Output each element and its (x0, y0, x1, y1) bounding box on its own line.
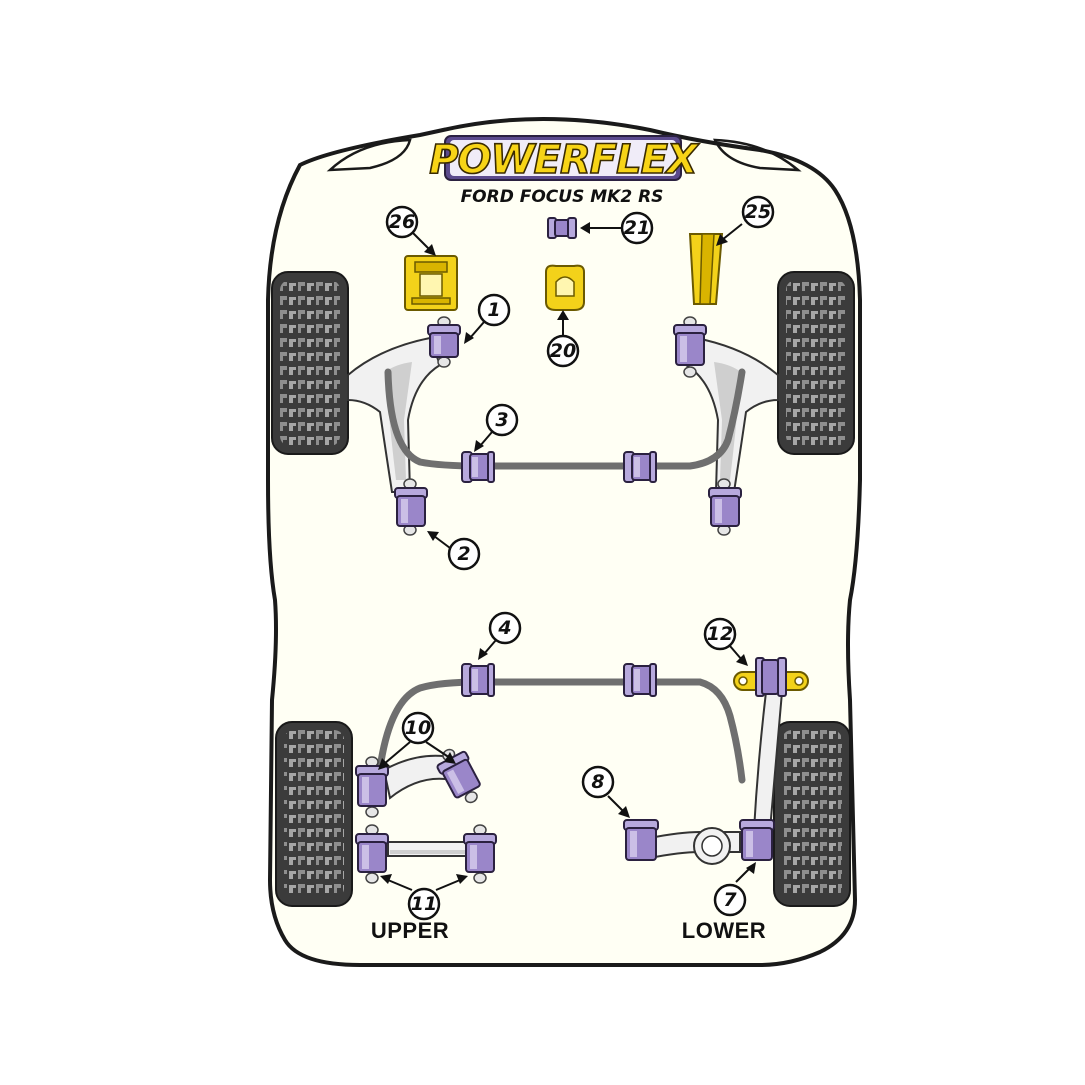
svg-text:25: 25 (745, 201, 771, 223)
bush-11-right (463, 824, 497, 884)
front-left-tyre (271, 271, 349, 455)
bush-12 (733, 657, 809, 697)
bush-21 (547, 217, 577, 239)
car-body-outline (266, 117, 862, 967)
callout-20: 20 (546, 334, 580, 368)
front-right-tyre (777, 271, 855, 455)
callout-4: 4 (488, 611, 522, 645)
rear-upper-straight-arm (387, 841, 471, 857)
svg-text:21: 21 (624, 217, 650, 239)
rear-lower-arm (649, 827, 741, 865)
callout-2: 2 (447, 537, 481, 571)
callout-10: 10 (401, 711, 435, 745)
bush-4-right (623, 663, 657, 697)
svg-text:7: 7 (723, 889, 737, 911)
bush-2-left (394, 478, 428, 536)
lower-label: LOWER (682, 918, 766, 943)
rear-right-tyre (773, 721, 851, 907)
svg-text:2: 2 (457, 543, 470, 565)
bush-3-left (461, 451, 495, 483)
bush-7 (739, 819, 775, 861)
bush-1-right (673, 316, 707, 378)
callout-21: 21 (620, 211, 654, 245)
bush-8 (623, 819, 659, 861)
powerflex-logo: POWERFLEX (428, 135, 702, 184)
rear-left-tyre (275, 721, 353, 907)
bush-2-right (708, 478, 742, 536)
callout-leaders (378, 222, 756, 891)
svg-text:26: 26 (389, 211, 415, 233)
bush-11-left (355, 824, 389, 884)
callout-26: 26 (385, 205, 419, 239)
model-subtitle: FORD FOCUS MK2 RS (461, 187, 664, 207)
callout-11: 11 (407, 887, 441, 921)
svg-text:11: 11 (411, 893, 437, 915)
svg-text:8: 8 (591, 771, 604, 793)
insert-26 (404, 255, 458, 311)
svg-text:4: 4 (497, 617, 511, 639)
upper-label: UPPER (371, 918, 449, 943)
bush-10-a (355, 756, 389, 818)
svg-text:3: 3 (495, 409, 508, 431)
bush-3-right (623, 451, 657, 483)
svg-text:20: 20 (550, 340, 576, 362)
svg-text:10: 10 (405, 717, 431, 739)
callout-1: 1 (477, 293, 511, 327)
rear-anti-roll-bar (376, 678, 746, 784)
svg-text:1: 1 (487, 299, 500, 321)
bush-4-left (461, 663, 495, 697)
callout-8: 8 (581, 765, 615, 799)
insert-25 (688, 233, 724, 305)
bush-1-left (427, 316, 461, 368)
callout-3: 3 (485, 403, 519, 437)
callout-12: 12 (703, 617, 737, 651)
insert-20 (545, 264, 585, 311)
callout-25: 25 (741, 195, 775, 229)
logo-text: POWERFLEX (429, 137, 700, 183)
svg-text:12: 12 (707, 623, 733, 645)
callout-7: 7 (713, 883, 747, 917)
